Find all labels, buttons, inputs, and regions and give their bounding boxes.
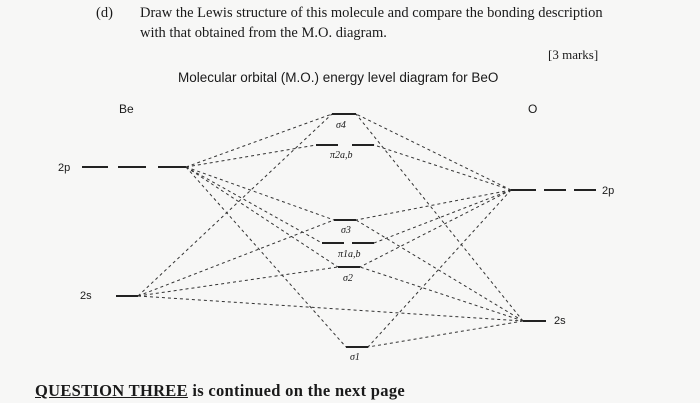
mo-label-sigma1: σ1	[350, 352, 360, 363]
mo-label-pi2ab: π2a,b	[330, 150, 353, 161]
left-2p-label: 2p	[58, 162, 71, 174]
right-atom-label: O	[528, 102, 538, 116]
marks-label: [3 marks]	[548, 47, 599, 62]
diagram-title: Molecular orbital (M.O.) energy level di…	[178, 70, 499, 85]
mo-label-pi1ab: π1a,b	[338, 249, 361, 260]
right-2s-label: 2s	[554, 315, 566, 327]
right-2p-label: 2p	[602, 185, 615, 197]
mo-label-sigma2: σ2	[343, 273, 353, 284]
correlation-lines	[137, 113, 524, 348]
left-2s-label: 2s	[80, 290, 92, 302]
mo-label-sigma3: σ3	[341, 225, 351, 236]
left-atom-label: Be	[119, 102, 134, 116]
mo-label-sigma4: σ4	[336, 120, 346, 131]
question-text-line-2: with that obtained from the M.O. diagram…	[140, 25, 387, 41]
question-part-label: (d)	[96, 5, 113, 21]
footer-question-heading: QUESTION THREE	[35, 381, 188, 400]
question-text-line-1: Draw the Lewis structure of this molecul…	[140, 5, 603, 21]
footer-continued-note: QUESTION THREE is continued on the next …	[35, 381, 405, 401]
energy-levels	[82, 113, 596, 348]
footer-continued-text: is continued on the next page	[187, 381, 406, 400]
